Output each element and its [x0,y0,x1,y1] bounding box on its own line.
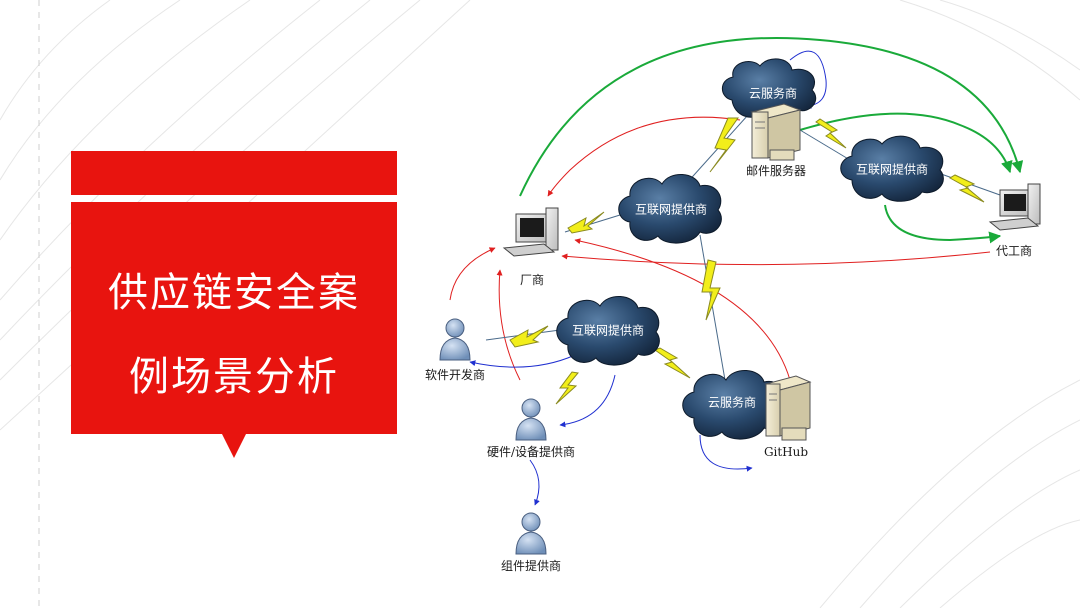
software-developer-label: 软件开发商 [424,368,486,382]
link-mail-to-isp-right [799,129,851,161]
component-supplier-person-icon [515,512,547,555]
component-supplier-label: 组件提供商 [500,559,562,573]
blue-arrow-hardware-to-component [529,459,540,506]
mail-server-icon [750,103,802,161]
blue-arrow-cloud-to-github [699,434,753,472]
lightning-bolt [653,347,691,379]
blue-arrow-cloud-loop [789,50,827,109]
green-arrow-isp-to-contract [884,204,1002,244]
hardware-supplier-label: 硬件/设备提供商 [486,445,576,459]
isp-center-label: 互联网提供商 [634,202,708,217]
cloud-service-bottom-label: 云服务商 [707,395,757,410]
vendor-computer-icon [502,207,559,257]
mail-server-label: 邮件服务器 [745,164,807,178]
green-arrow-vendor-to-contract [519,36,1024,197]
link-isp-center-to-cloud-top [684,114,749,186]
red-arrow-github-to-vendor [574,238,791,381]
slide-title-line2: 例场景分析 [129,354,339,400]
red-arrow-hardware-to-vendor [496,269,521,381]
github-label: GitHub [763,445,809,459]
blue-arrow-isp-to-hardware [559,374,616,428]
title-card: 供应链安全案 例场景分析 [71,202,397,434]
title-callout-pointer [222,434,246,458]
slide-title-line1: 供应链安全案 [108,270,360,316]
contract-manufacturer-computer-icon [988,183,1041,231]
lightning-bolt [949,174,985,203]
github-server-icon [764,375,812,441]
cloud-isp-center [618,174,722,244]
lightning-bolt [567,211,605,234]
blue-arrow-isp-to-dev [469,354,576,368]
cloud-service-top-label: 云服务商 [748,86,798,101]
isp-lower-label: 互联网提供商 [571,323,645,338]
contract-manufacturer-label: 代工商 [995,244,1033,258]
green-arrow-mail-to-contract [799,112,1013,174]
isp-right-label: 互联网提供商 [855,162,929,177]
lightning-bolt [509,325,549,348]
lightning-bolt [701,259,721,321]
red-arrow-contract-to-vendor [561,251,991,266]
vendor-label: 厂商 [519,273,545,287]
software-developer-person-icon [439,318,471,361]
red-arrow-cloud-to-vendor [547,116,741,197]
cloud-isp-right [840,135,944,202]
hardware-supplier-person-icon [515,398,547,441]
lightning-bolt [815,118,847,149]
title-accent-bar [71,151,397,195]
link-isp-center-to-cloud-bottom [699,234,726,381]
lightning-bolt [555,371,579,405]
lightning-bolt [709,117,739,173]
red-arrow-dev-to-vendor [449,247,496,301]
cloud-isp-lower [556,296,660,366]
